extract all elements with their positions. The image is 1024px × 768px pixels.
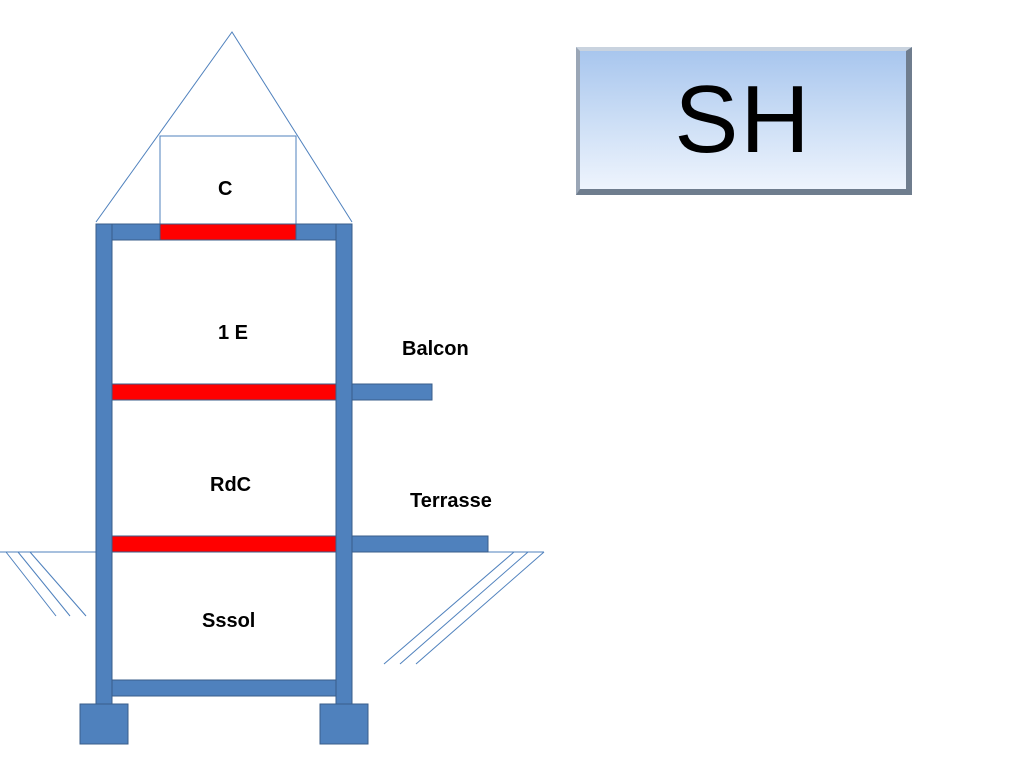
terrace-label: Terrasse	[410, 490, 492, 512]
first-floor-label: 1 E	[218, 322, 249, 344]
balcony-slab	[351, 383, 433, 401]
balcony-label: Balcon	[402, 338, 469, 360]
earth-hatching-left	[5, 551, 87, 617]
title-box: SH	[576, 47, 912, 195]
terrace-slab	[351, 535, 489, 553]
roof-outline	[95, 31, 353, 223]
attic-floor-slab	[159, 223, 297, 241]
title-box-text: SH	[674, 66, 812, 173]
basement-floor-slab	[111, 679, 337, 697]
left-footing	[79, 703, 129, 745]
right-footing	[319, 703, 369, 745]
right-wall	[335, 223, 353, 705]
attic-label: C	[218, 178, 233, 200]
ground-floor-slab	[111, 535, 337, 553]
first-floor-slab	[111, 383, 337, 401]
left-wall	[95, 223, 113, 705]
earth-hatching-right	[383, 551, 545, 665]
ground-floor-label: RdC	[210, 474, 252, 496]
basement-label: Sssol	[202, 610, 256, 632]
